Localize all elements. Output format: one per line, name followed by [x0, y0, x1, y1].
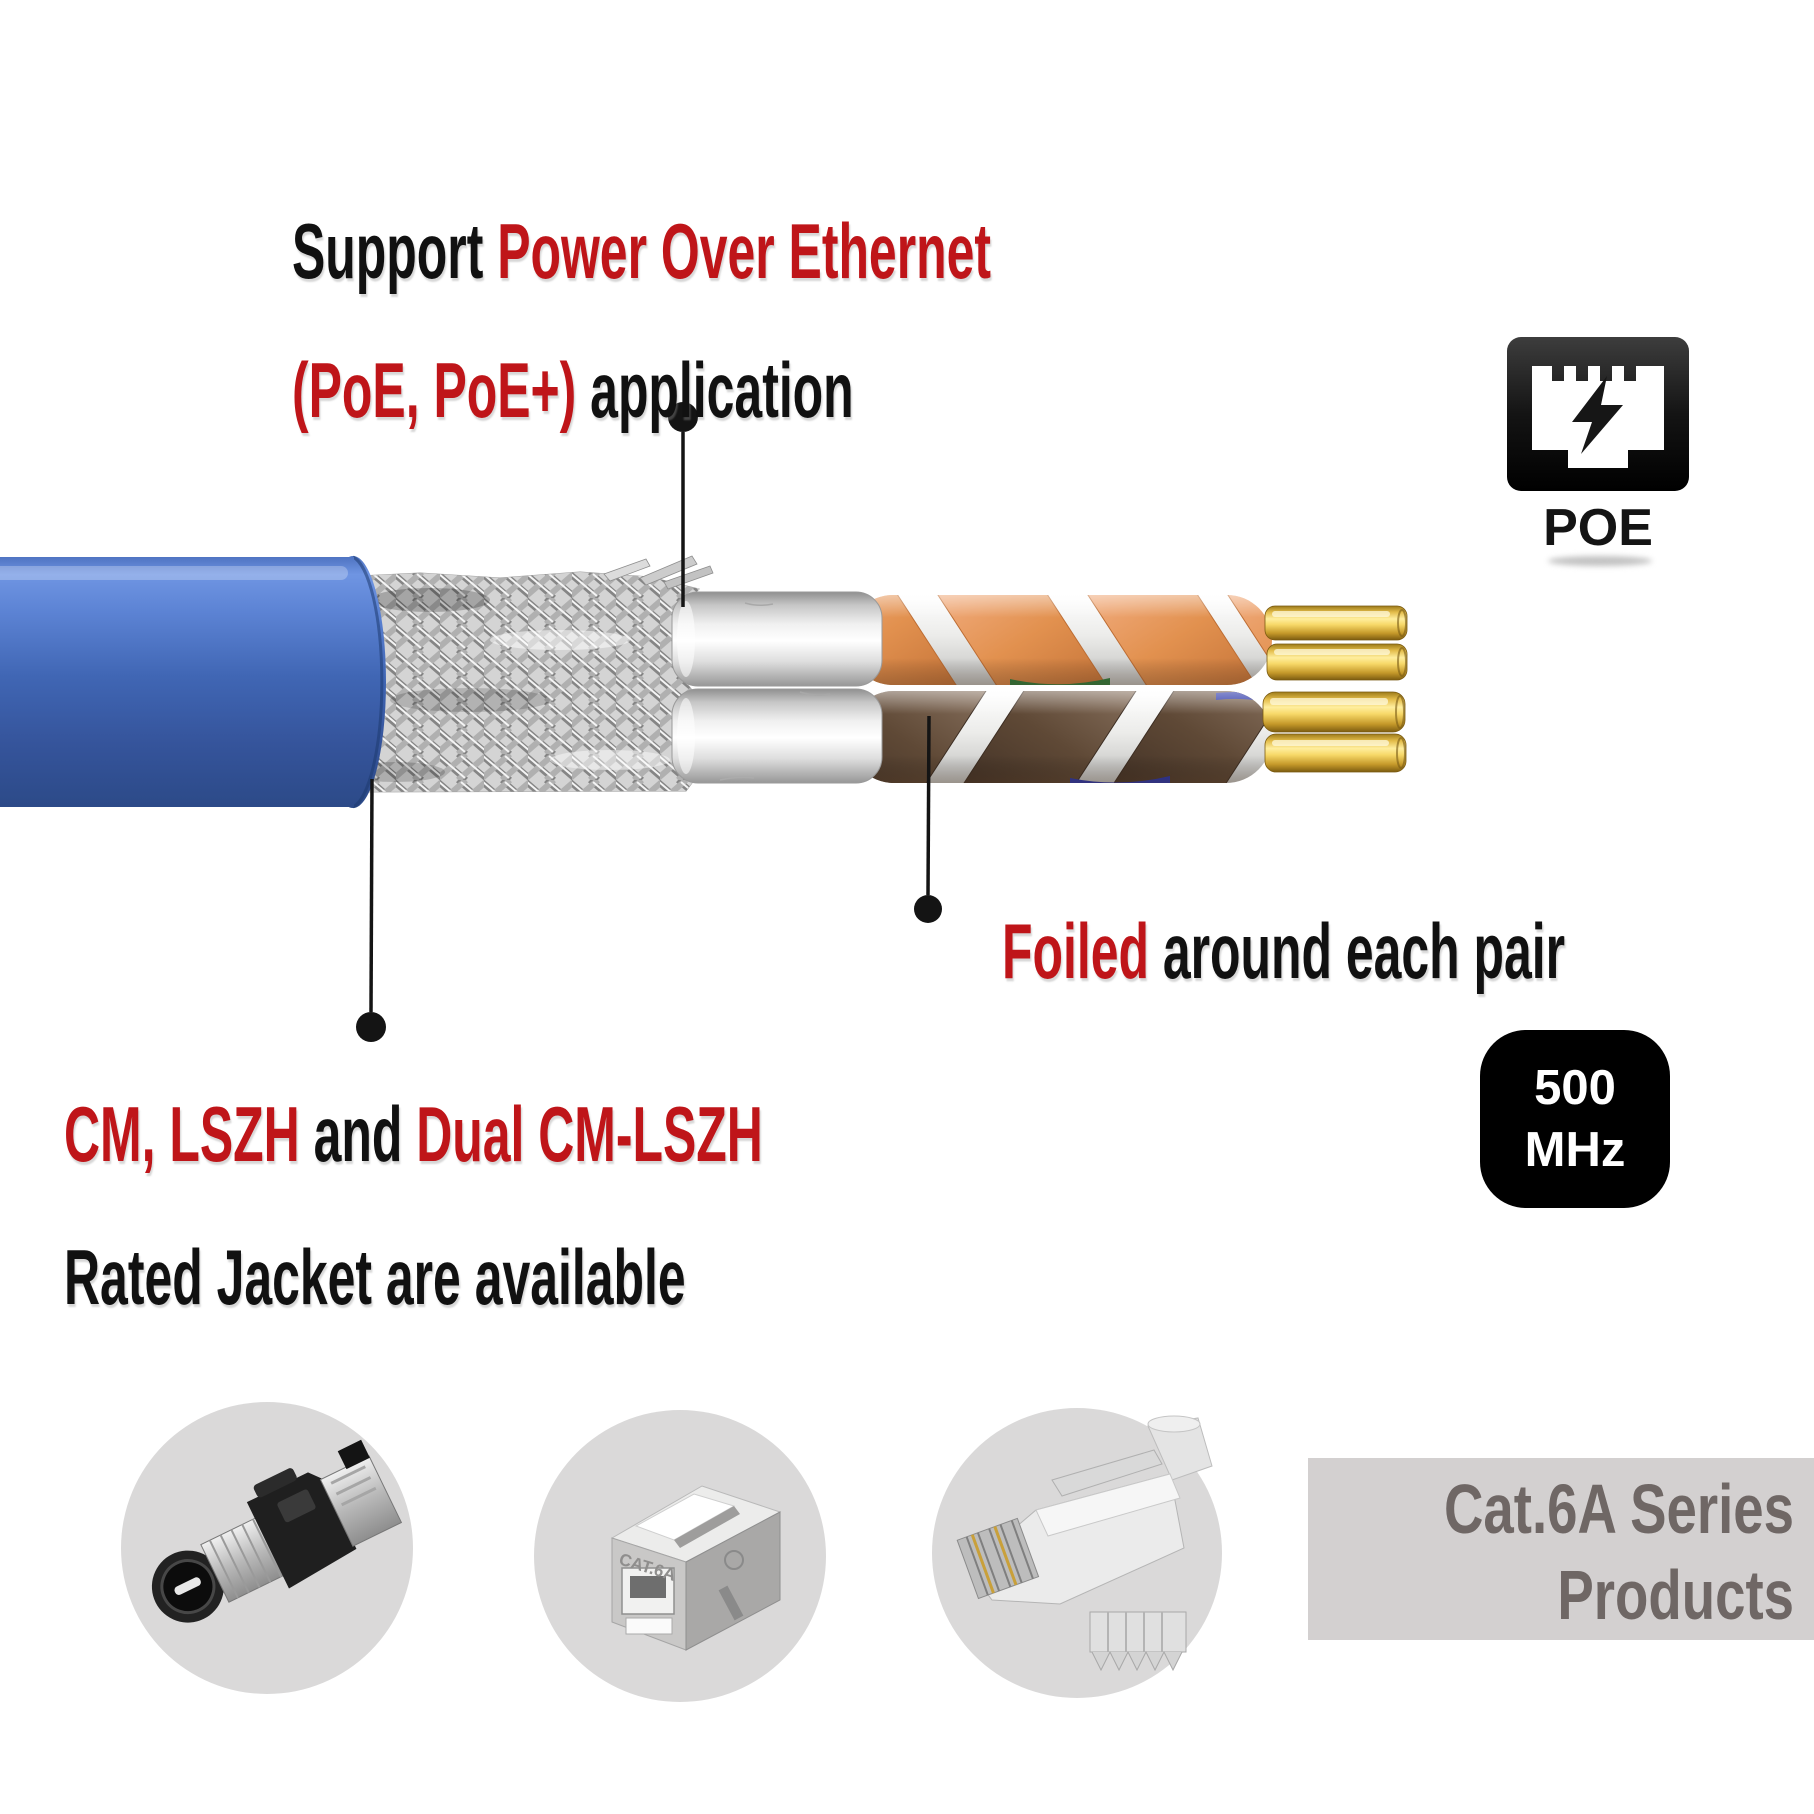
frequency-value: 500	[1534, 1061, 1616, 1115]
foil-pointer-line	[926, 715, 931, 896]
jacket-note-line2: Rated Jacket are available	[64, 1233, 686, 1321]
shielded-rj45-plug-icon	[956, 1415, 1213, 1672]
foil-shields	[671, 591, 883, 784]
jacket-note-red2: Dual CM-LSZH	[416, 1090, 763, 1178]
foil-note-line: Foiled around each pair	[1002, 901, 1565, 1001]
cable-jacket	[0, 555, 386, 809]
product-circle-shielded-plug	[932, 1408, 1222, 1698]
field-termination-plug-icon	[151, 1439, 403, 1623]
foil-note-red: Foiled	[1002, 907, 1149, 995]
poe-note-line2: (PoE, PoE+) application	[292, 339, 991, 442]
series-line2: Products	[1557, 1556, 1794, 1634]
jacket-pointer-dot	[356, 1012, 386, 1042]
torn-braid-strand	[603, 558, 651, 582]
jacket-pointer-line	[369, 778, 374, 1013]
twisted-pair-brown	[848, 691, 1272, 783]
frequency-badge: 500 MHz	[1480, 1030, 1670, 1208]
lightning-bolt-icon	[1572, 376, 1623, 454]
keystone-jack-icon: CAT.6A	[610, 1485, 782, 1651]
poe-support-note: Support Power Over Ethernet (PoE, PoE+) …	[292, 164, 1384, 478]
poe-note-line1-black: Support	[292, 207, 498, 295]
poe-icon-shadow	[1548, 556, 1652, 566]
product-circle-field-plug	[121, 1402, 413, 1694]
cable-illustration	[0, 402, 1408, 1042]
jacket-note: CM, LSZH and Dual CM-LSZH Rated Jacket a…	[64, 1045, 1156, 1367]
foil-note-black: around each pair	[1148, 907, 1566, 995]
jacket-note-black1: and	[299, 1090, 417, 1178]
jacket-note-line1: CM, LSZH and Dual CM-LSZH	[64, 1081, 763, 1188]
gold-conductors	[1262, 605, 1408, 773]
foil-note: Foiled around each pair	[1002, 865, 1814, 1037]
poe-note-line2-black: application	[576, 346, 854, 434]
poe-note-line1-red: Power Over Ethernet	[497, 207, 992, 295]
braided-shield	[339, 555, 714, 793]
pointer-lines	[356, 402, 942, 1042]
product-circle-keystone-jack: CAT.6A	[534, 1410, 826, 1702]
jacket-note-red1: CM, LSZH	[64, 1090, 300, 1178]
series-box: Cat.6A Series Products	[1308, 1458, 1814, 1640]
poe-note-line1: Support Power Over Ethernet	[292, 200, 991, 303]
foil-pointer-dot	[914, 895, 942, 923]
poe-icon	[1507, 337, 1689, 491]
frequency-unit: MHz	[1524, 1123, 1626, 1177]
poe-pointer-dot	[668, 402, 698, 432]
series-line1: Cat.6A Series	[1443, 1470, 1794, 1548]
poe-note-line2-red: (PoE, PoE+)	[292, 346, 577, 434]
torn-braid-strand	[663, 565, 714, 590]
poe-icon-label: POE	[1543, 499, 1653, 557]
